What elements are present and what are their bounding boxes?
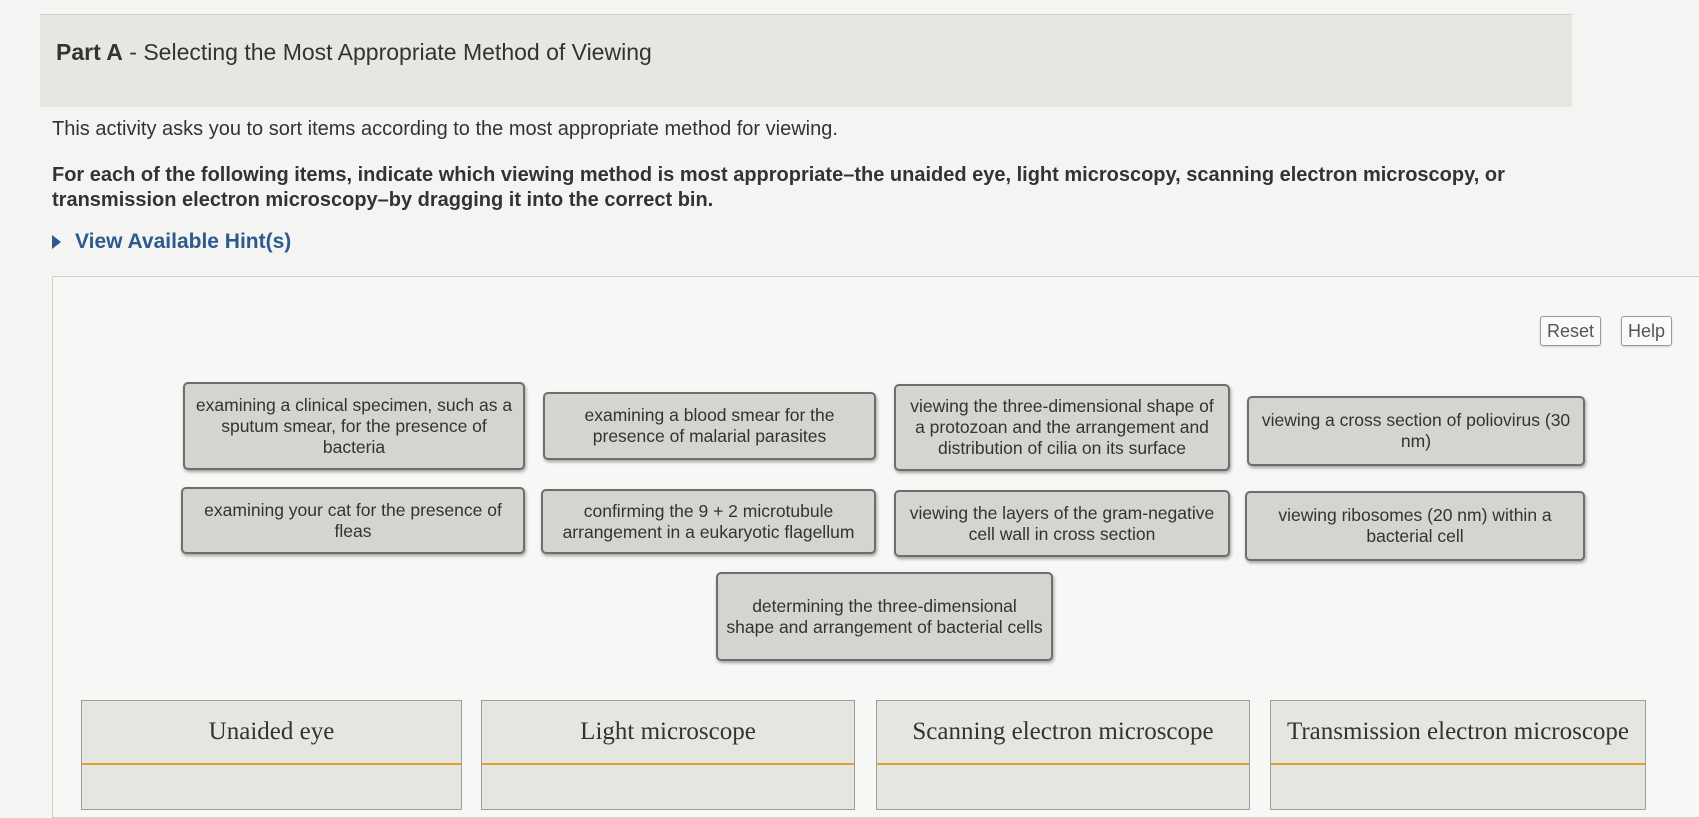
bin-label: Light microscope bbox=[482, 701, 854, 765]
draggable-item[interactable]: viewing the layers of the gram-negative … bbox=[894, 490, 1230, 557]
intro-text: This activity asks you to sort items acc… bbox=[52, 118, 838, 140]
part-header: Part A - Selecting the Most Appropriate … bbox=[40, 14, 1572, 107]
bin-scanning-electron-microscope[interactable]: Scanning electron microscope bbox=[876, 700, 1250, 810]
draggable-item[interactable]: determining the three-dimensional shape … bbox=[716, 572, 1053, 661]
draggable-item[interactable]: confirming the 9 + 2 microtubule arrange… bbox=[541, 489, 876, 554]
bin-label: Transmission electron microscope bbox=[1271, 701, 1645, 765]
bin-label: Unaided eye bbox=[82, 701, 461, 765]
view-hints-toggle[interactable]: View Available Hint(s) bbox=[52, 230, 291, 254]
bin-transmission-electron-microscope[interactable]: Transmission electron microscope bbox=[1270, 700, 1646, 810]
draggable-item[interactable]: examining a clinical specimen, such as a… bbox=[183, 382, 525, 470]
bin-light-microscope[interactable]: Light microscope bbox=[481, 700, 855, 810]
bin-label: Scanning electron microscope bbox=[877, 701, 1249, 765]
caret-right-icon bbox=[52, 235, 61, 249]
draggable-item[interactable]: viewing a cross section of poliovirus (3… bbox=[1247, 396, 1585, 466]
bin-unaided-eye[interactable]: Unaided eye bbox=[81, 700, 462, 810]
part-title: Part A - Selecting the Most Appropriate … bbox=[56, 39, 652, 66]
part-separator: - bbox=[129, 39, 137, 65]
instructions-text: For each of the following items, indicat… bbox=[52, 164, 1505, 211]
reset-button[interactable]: Reset bbox=[1540, 316, 1602, 346]
draggable-item[interactable]: viewing ribosomes (20 nm) within a bacte… bbox=[1245, 491, 1585, 561]
draggable-item[interactable]: examining your cat for the presence of f… bbox=[181, 487, 525, 554]
draggable-item[interactable]: examining a blood smear for the presence… bbox=[543, 392, 876, 460]
help-button[interactable]: Help bbox=[1621, 316, 1673, 346]
part-title-text: Selecting the Most Appropriate Method of… bbox=[143, 39, 652, 65]
draggable-item[interactable]: viewing the three-dimensional shape of a… bbox=[894, 384, 1230, 471]
part-label: Part A bbox=[56, 39, 123, 65]
hint-label: View Available Hint(s) bbox=[75, 230, 292, 253]
